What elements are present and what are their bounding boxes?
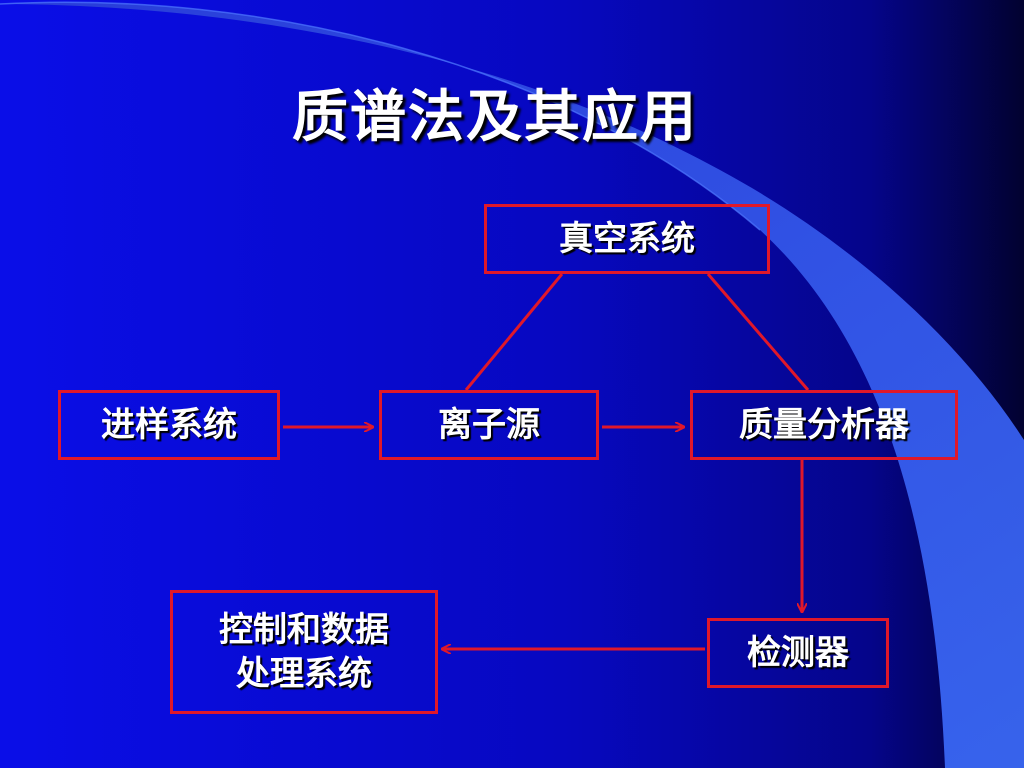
node-label: 离子源 bbox=[438, 405, 540, 445]
background-swoosh-edge bbox=[0, 1, 761, 231]
node-control-data-system: 控制和数据 处理系统 bbox=[170, 590, 438, 714]
node-label: 质量分析器 bbox=[739, 405, 909, 445]
node-vacuum-system: 真空系统 bbox=[484, 204, 770, 274]
node-ion-source: 离子源 bbox=[379, 390, 599, 460]
node-label: 检测器 bbox=[747, 633, 849, 673]
node-label-line1: 控制和数据 bbox=[219, 610, 389, 650]
node-detector: 检测器 bbox=[707, 618, 889, 688]
connector-vacuum-to-ion bbox=[464, 273, 564, 391]
node-label: 进样系统 bbox=[101, 405, 237, 445]
node-label-line2: 处理系统 bbox=[236, 654, 372, 694]
node-mass-analyzer: 质量分析器 bbox=[690, 390, 958, 460]
node-label: 真空系统 bbox=[559, 219, 695, 259]
slide-title: 质谱法及其应用 bbox=[292, 85, 698, 150]
node-sample-system: 进样系统 bbox=[58, 390, 280, 460]
connector-vacuum-to-analyzer bbox=[706, 273, 810, 391]
